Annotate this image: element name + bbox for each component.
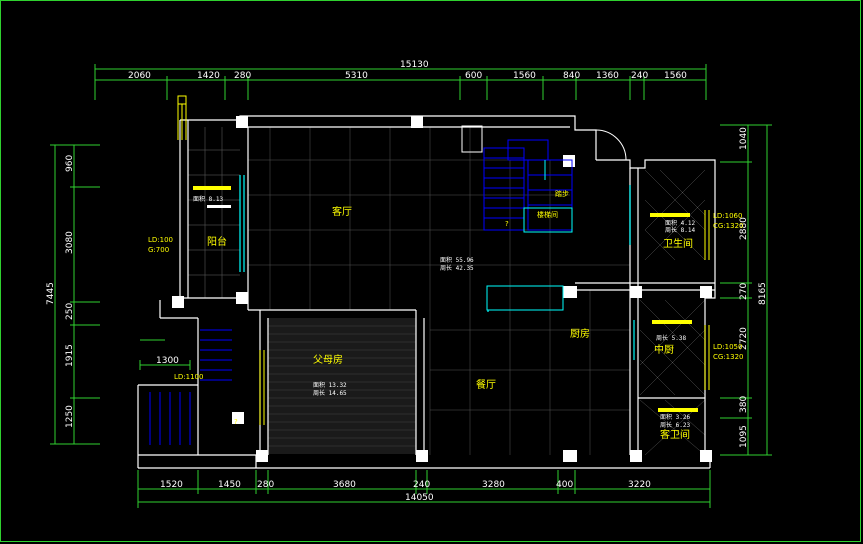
note-balcony-g: G:700 (148, 246, 169, 254)
parent-room-hatch (268, 318, 416, 454)
room-label-kitchen: 厨房 (570, 327, 590, 340)
left-total-dim: 7445 (46, 282, 56, 305)
note-area-f: 面积 3.26 (660, 413, 690, 421)
bottom-total-dim: 14050 (405, 493, 434, 503)
balcony-rail (177, 95, 187, 140)
note-area-d2: 周长 8.14 (665, 226, 695, 234)
note-area-c: 面积 13.32 (313, 381, 347, 389)
note-balcony-ld: LD:100 (148, 236, 173, 244)
right-dim-2: 2880 (739, 217, 749, 240)
note-stair-tag: 踏步 (555, 189, 569, 198)
left-dim-4: 1915 (65, 344, 75, 367)
note-kitchen-cg: CG:1320 (713, 353, 744, 361)
room-label-bathroom: 卫生间 (663, 237, 693, 250)
room-label-living: 客厅 (332, 205, 352, 218)
bottom-dimensions (137, 470, 711, 508)
note-bath-cg: CG:1320 (713, 222, 744, 230)
note-stair-dim: 1300 (156, 356, 179, 366)
top-dim-8: 1360 (596, 71, 619, 81)
right-dim-4: 2720 (739, 327, 749, 350)
bottom-dim-6: 3280 (482, 480, 505, 490)
note-area-b2: 周长 42.35 (440, 264, 474, 272)
left-dim-1: 960 (65, 155, 75, 172)
left-dim-5: 1250 (65, 405, 75, 428)
bottom-dim-2: 1450 (218, 480, 241, 490)
bottom-dim-8: 3220 (628, 480, 651, 490)
fixture (461, 125, 483, 153)
bottom-dim-4: 3680 (333, 480, 356, 490)
door-swing (595, 129, 627, 161)
note-area-f2: 周长 6.23 (660, 421, 690, 429)
room-label-dining: 餐厅 (476, 378, 496, 391)
top-dim-10: 1560 (664, 71, 687, 81)
room-label-balcony: 阳台 (207, 235, 227, 248)
stairs (149, 139, 573, 445)
note-kitchen-ld: LD:1050 (713, 343, 742, 351)
top-dim-1: 2060 (128, 71, 151, 81)
bottom-dim-3: 280 (257, 480, 274, 490)
note-area-e: 周长 5.38 (656, 334, 686, 342)
top-dim-4: 5310 (345, 71, 368, 81)
note-area-b: 面积 55.96 (440, 256, 474, 264)
note-question-1: ? (505, 220, 509, 228)
stair-cyan (523, 160, 573, 233)
note-area-d: 面积 4.12 (665, 219, 695, 227)
floor-grid-balcony (188, 127, 240, 298)
bottom-dim-5: 240 (413, 480, 430, 490)
right-dimensions (720, 124, 772, 456)
right-dim-1: 1040 (739, 127, 749, 150)
top-dim-9: 240 (631, 71, 648, 81)
note-question-2: ? (234, 418, 238, 426)
right-dim-6: 1095 (739, 425, 749, 448)
windows (239, 175, 635, 360)
right-total-dim: 8165 (758, 282, 768, 305)
top-dim-3: 280 (234, 71, 251, 81)
wet-area-hatch (639, 169, 706, 456)
note-stair-tag2: 楼梯间 (537, 210, 558, 219)
top-dimensions (94, 64, 707, 100)
top-dim-6: 1560 (513, 71, 536, 81)
right-dim-5: 380 (739, 396, 749, 413)
top-dim-2: 1420 (197, 71, 220, 81)
island-counter (486, 285, 564, 311)
top-dim-7: 840 (563, 71, 580, 81)
windows-yellow (259, 210, 710, 425)
note-bath-ld: LD:1060 (713, 212, 742, 220)
room-label-guest-bath: 客卫间 (660, 428, 690, 441)
columns (172, 116, 712, 462)
room-label-west-kitchen: 中厨 (654, 343, 674, 356)
top-total-dim: 15130 (400, 60, 429, 70)
room-label-parent: 父母房 (313, 353, 343, 366)
bottom-dim-7: 400 (556, 480, 573, 490)
note-stair-ld: LD:1100 (174, 373, 203, 381)
area-markers-white (207, 205, 231, 208)
area-markers (193, 186, 698, 412)
note-area-a: 面积 8.13 (193, 195, 223, 203)
left-dim-3: 250 (65, 303, 75, 320)
left-dimensions (50, 144, 100, 445)
note-area-c2: 周长 14.65 (313, 389, 347, 397)
top-dim-5: 600 (465, 71, 482, 81)
bottom-dim-1: 1520 (160, 480, 183, 490)
right-dim-3: 270 (739, 283, 749, 300)
walls (137, 115, 716, 469)
stair-dims (139, 339, 191, 370)
left-dim-2: 3080 (65, 231, 75, 254)
